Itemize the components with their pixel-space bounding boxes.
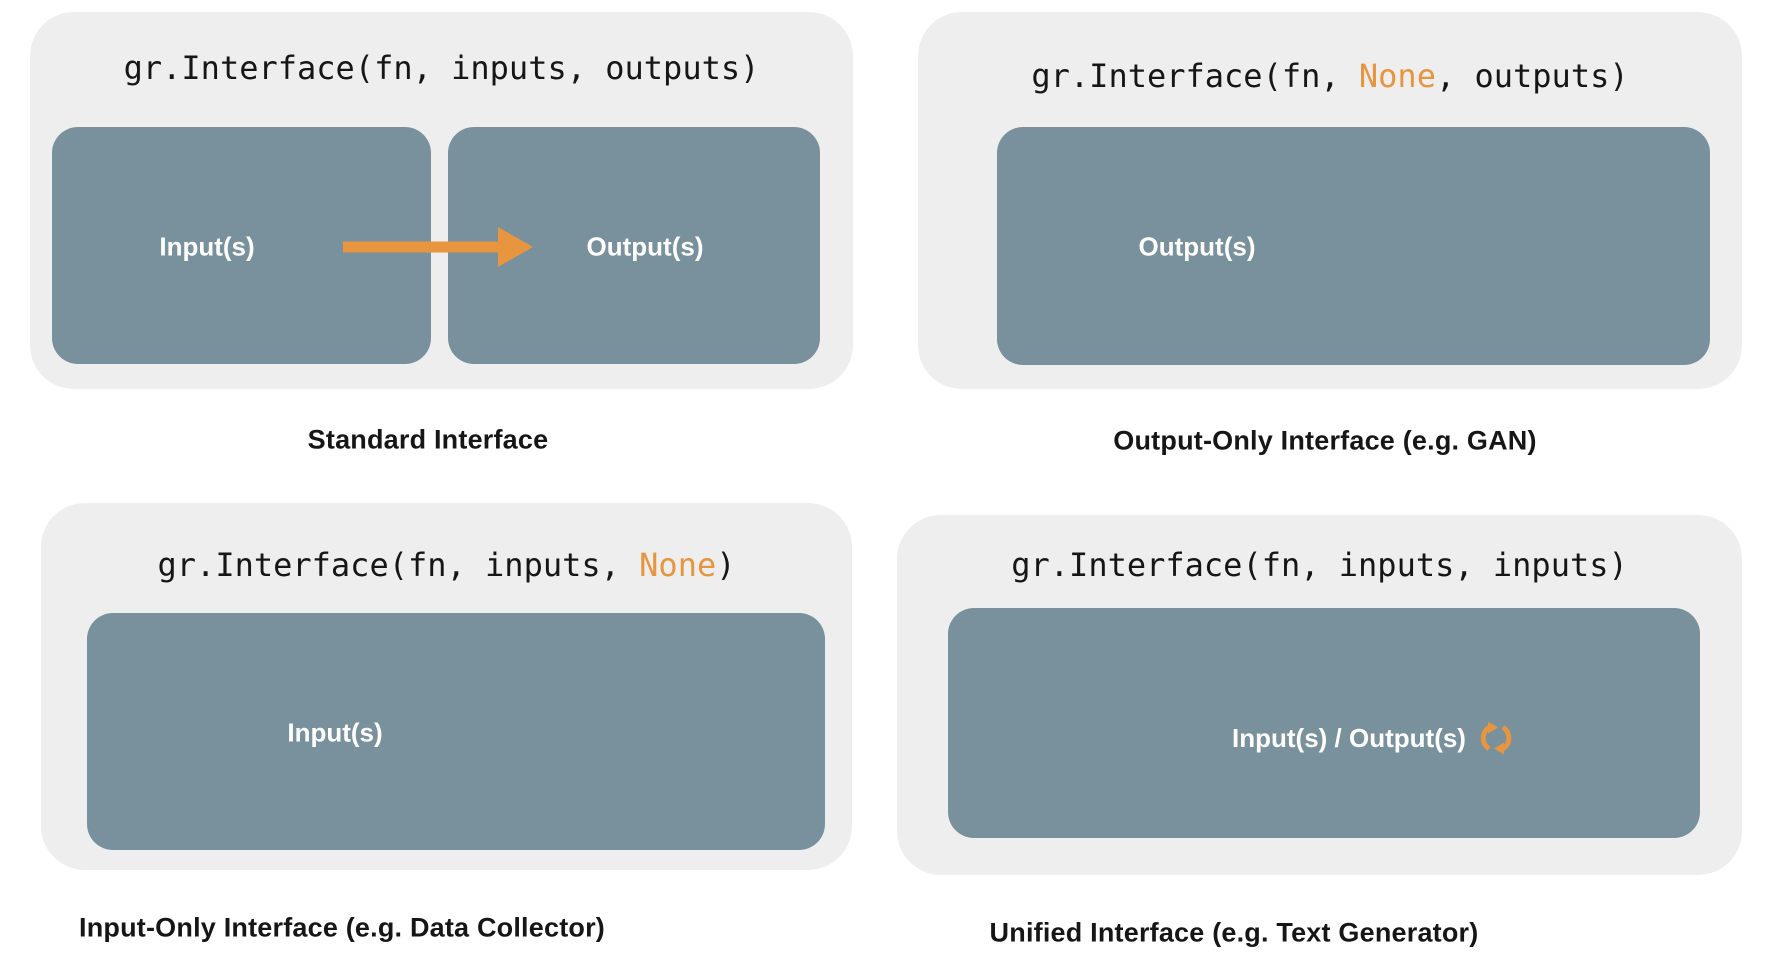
code-line-input-only: gr.Interface(fn, inputs, None)	[41, 545, 852, 585]
caption-standard-interface: Standard Interface	[307, 424, 549, 455]
caption-input-only-interface: Input-Only Interface (e.g. Data Collecto…	[79, 912, 605, 943]
input-box-label: Input(s)	[287, 717, 383, 748]
code-text: gr.Interface(fn,	[1031, 57, 1359, 95]
output-box-label: Output(s)	[1138, 231, 1256, 262]
panel-standard-interface: gr.Interface(fn, inputs, outputs) Input(…	[30, 12, 853, 389]
code-text: gr.Interface(fn, inputs,	[157, 546, 640, 584]
code-line-output-only: gr.Interface(fn, None, outputs)	[918, 56, 1742, 96]
code-text: gr.Interface(fn, inputs, outputs)	[123, 49, 760, 87]
arrow-right-icon	[343, 227, 533, 267]
input-output-box-label: Input(s) / Output(s)	[1232, 722, 1466, 753]
caption-output-only-interface: Output-Only Interface (e.g. GAN)	[1113, 425, 1537, 456]
panel-unified-interface: gr.Interface(fn, inputs, inputs) Input(s…	[897, 515, 1742, 875]
code-text: )	[716, 546, 736, 584]
code-text: , outputs)	[1435, 57, 1629, 95]
input-output-box-label-row: Input(s) / Output(s)	[1232, 720, 1514, 756]
code-highlight-none: None	[1358, 57, 1436, 95]
code-text: gr.Interface(fn, inputs, inputs)	[1011, 546, 1628, 584]
caption-unified-interface: Unified Interface (e.g. Text Generator)	[989, 917, 1479, 948]
input-box-label: Input(s)	[159, 231, 255, 262]
input-output-box	[948, 608, 1700, 838]
code-line-standard: gr.Interface(fn, inputs, outputs)	[30, 48, 853, 88]
panel-input-only-interface: gr.Interface(fn, inputs, None) Input(s)	[41, 503, 852, 870]
panel-output-only-interface: gr.Interface(fn, None, outputs) Output(s…	[918, 12, 1742, 389]
output-box	[997, 127, 1710, 365]
input-box	[87, 613, 825, 850]
code-line-unified: gr.Interface(fn, inputs, inputs)	[897, 545, 1742, 585]
sync-icon	[1480, 721, 1512, 755]
code-highlight-none: None	[639, 546, 717, 584]
output-box-label: Output(s)	[586, 231, 704, 262]
